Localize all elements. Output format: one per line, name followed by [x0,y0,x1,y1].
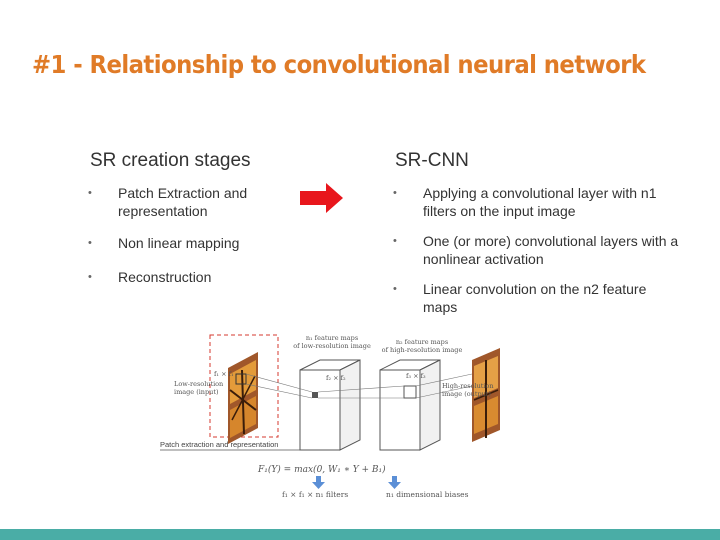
n1-label-line2: of low-resolution image [293,342,371,350]
down-arrow-icon [312,476,325,489]
filter-f3-label: f₃ × f₃ [406,372,426,380]
filter-f2-label: f₂ × f₂ [326,374,346,382]
list-item: • Linear convolution on the n2 feature m… [393,280,683,316]
highlight-box [209,334,279,438]
output-label-line2: image (output) [442,390,491,398]
list-item: • Reconstruction [88,268,288,286]
list-item-text: Patch Extraction and representation [118,185,248,219]
n2-label-line1: n₂ feature maps [396,338,448,346]
list-item-text: Reconstruction [118,269,212,285]
srcnn-architecture-diagram: n₁ feature maps of low-resolution image … [160,334,500,499]
down-arrow-icon [388,476,401,489]
n1-label-line1: n₁ feature maps [306,334,358,342]
formula: F₁(Y) = max(0, W₁ ∗ Y + B₁) [257,464,386,475]
bullet-icon: • [88,271,92,283]
right-column-list: • Applying a convolutional layer with n1… [393,184,683,316]
right-column-heading: SR-CNN [395,150,469,171]
list-item: • One (or more) convolutional layers wit… [393,232,683,268]
list-item-text: One (or more) convolutional layers with … [423,233,679,267]
feature-block-n1 [299,359,361,451]
left-column-heading: SR creation stages [90,150,251,171]
feature-block-n2 [379,359,441,451]
list-item: • Patch Extraction and representation [88,184,288,220]
bullet-icon: • [393,187,397,199]
input-label-line2: image (input) [174,388,219,396]
connection-lines [245,373,473,399]
bullet-icon: • [393,283,397,295]
slide-title: #1 - Relationship to convolutional neura… [32,50,646,79]
right-arrow-icon [300,183,343,213]
biases-annotation: n₁ dimensional biases [386,490,469,499]
filter-f1-label: f₁ × f₁ [214,370,234,378]
filters-annotation: f₁ × f₁ × n₁ filters [282,490,348,499]
bullet-icon: • [88,187,92,199]
list-item: • Applying a convolutional layer with n1… [393,184,683,220]
input-image [228,352,258,444]
bullet-icon: • [393,235,397,247]
bottom-accent-bar [0,529,720,540]
list-item-text: Applying a convolutional layer with n1 f… [423,185,657,219]
list-item: • Non linear mapping [88,234,288,252]
input-label-line1: Low-resolution [174,380,223,388]
n2-label-line2: of high-resolution image [382,346,463,354]
bullet-icon: • [88,237,92,249]
output-image [472,348,500,442]
stage-label: Patch extraction and representation [160,440,278,449]
list-item-text: Linear convolution on the n2 feature map… [423,281,647,315]
list-item-text: Non linear mapping [118,235,240,251]
output-label-line1: High-resolution [442,382,494,390]
left-column-list: • Patch Extraction and representation • … [88,184,378,285]
